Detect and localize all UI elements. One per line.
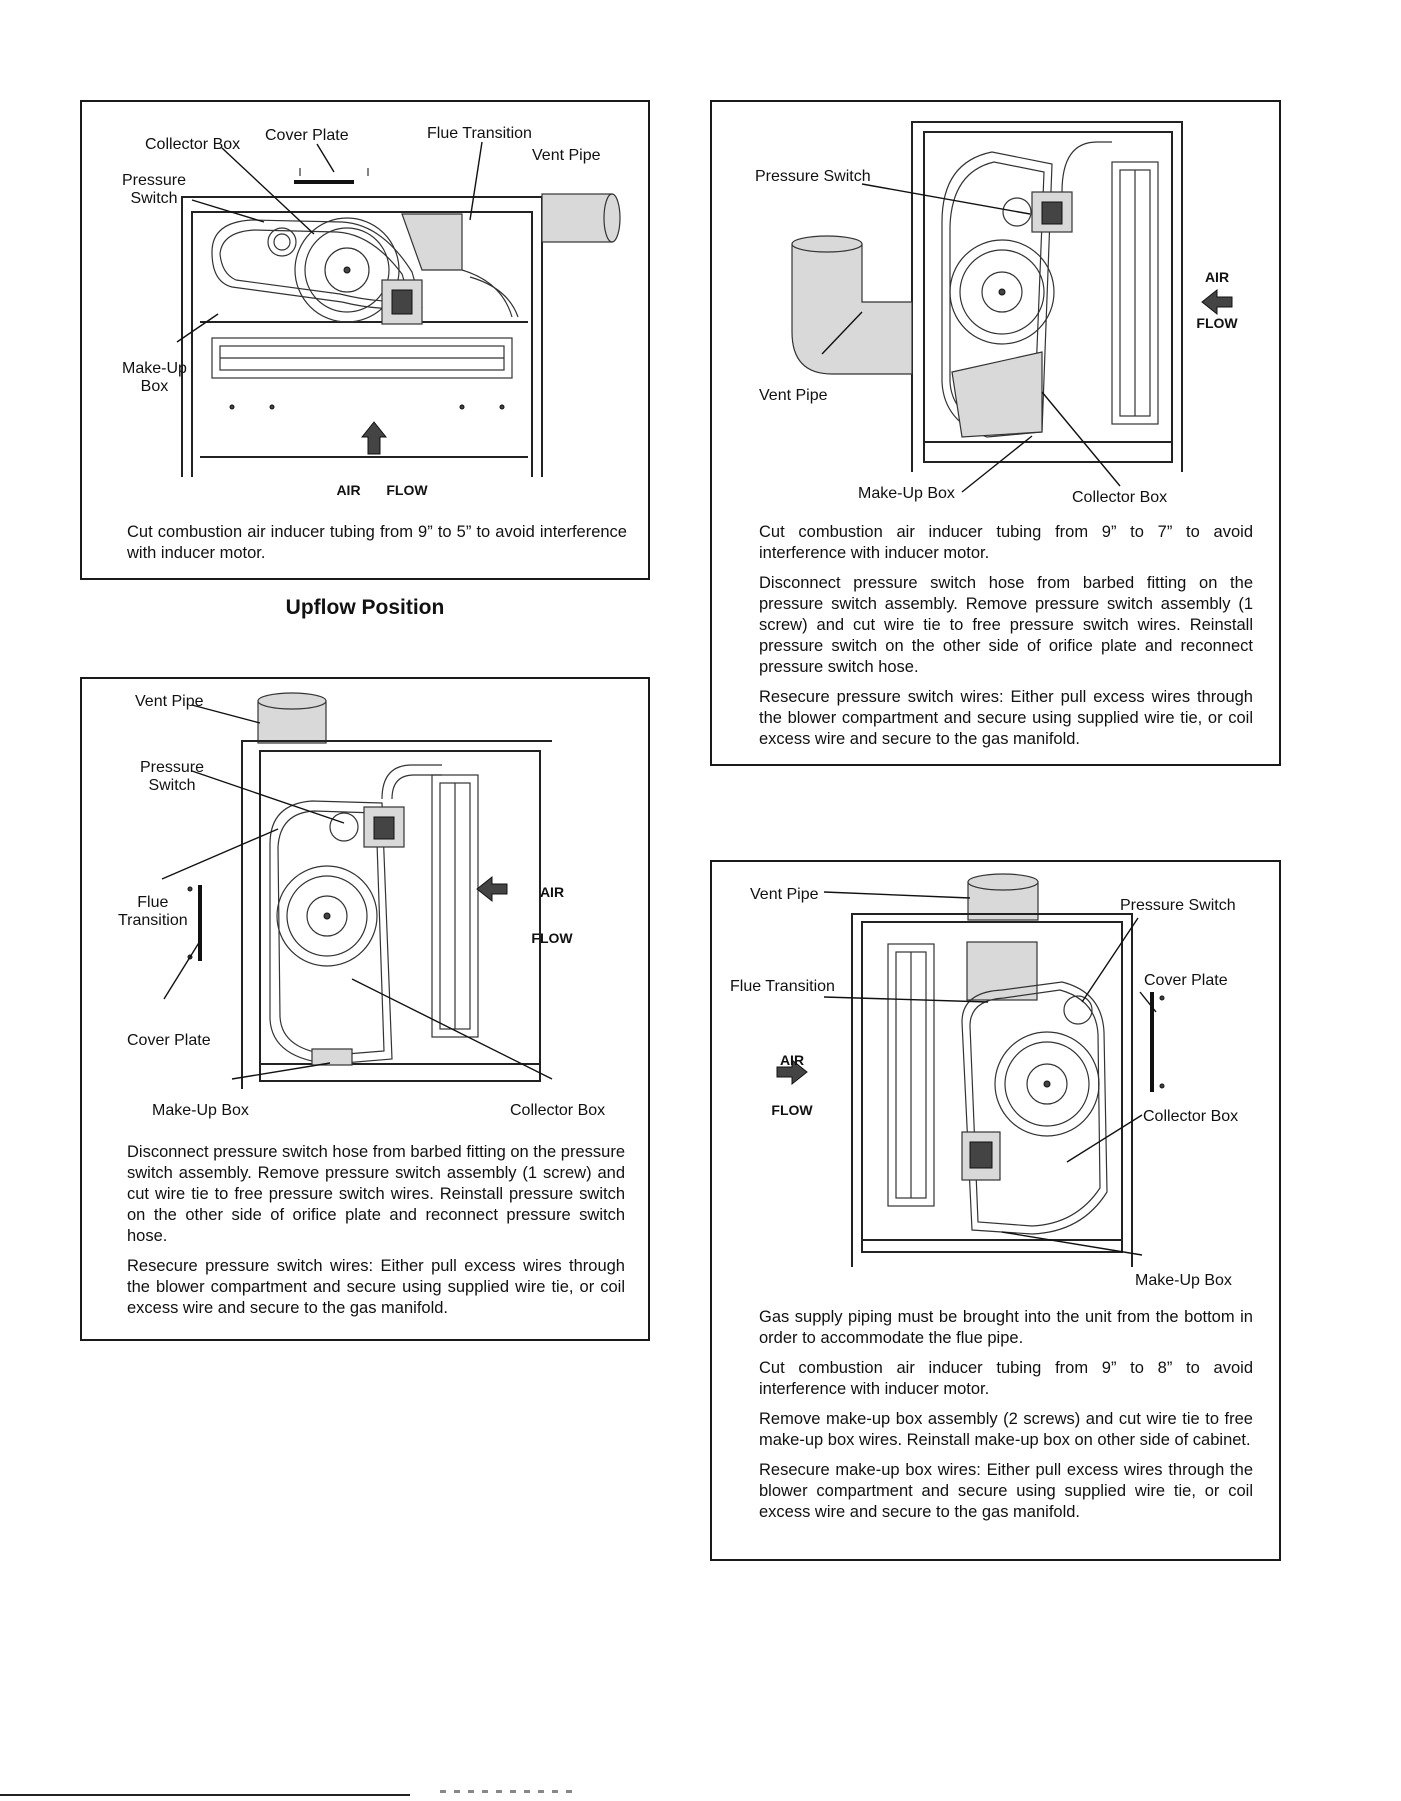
instruction-3: Resecure pressure switch wires: Either p…: [759, 688, 1253, 748]
label-pressure-switch: Pressure Switch: [140, 759, 205, 794]
instruction-4: Resecure make-up box wires: Either pull …: [759, 1461, 1253, 1521]
air-flow-indicator: AIR FLOW: [522, 884, 582, 946]
label-make-up-box: Make-Up Box: [152, 1102, 249, 1119]
label-vent-pipe: Vent Pipe: [135, 693, 204, 710]
label-vent-pipe: Vent Pipe: [750, 886, 819, 903]
panel-horizontal-left-text: Disconnect pressure switch hose from bar…: [127, 1142, 625, 1328]
label-cover-plate: Cover Plate: [265, 127, 349, 144]
label-flue-transition: Flue Transition: [427, 125, 532, 142]
panel-horizontal-right-b-text: Gas supply piping must be brought into t…: [759, 1307, 1253, 1532]
label-make-up-box: Make-Up Box: [1135, 1272, 1232, 1289]
label-flue-transition: Flue Transition: [730, 978, 835, 995]
panel-horizontal-right-a-text: Cut combustion air inducer tubing from 9…: [759, 522, 1253, 759]
air-label: AIR: [779, 1052, 805, 1068]
instruction-3: Remove make-up box assembly (2 screws) a…: [759, 1410, 1253, 1449]
panel-upflow-text: Cut combustion air inducer tubing from 9…: [127, 522, 627, 573]
flow-label: FLOW: [386, 482, 428, 498]
label-collector-box: Collector Box: [145, 136, 241, 153]
diagram-horizontal-right-a: [712, 102, 1279, 502]
flow-label: FLOW: [1196, 315, 1238, 331]
label-flue-transition: Flue Transition: [118, 894, 188, 929]
footer-marks: [440, 1790, 580, 1793]
instruction-2: Resecure pressure switch wires: Either p…: [127, 1257, 625, 1317]
footer-rule: [0, 1794, 410, 1796]
section-heading: Upflow Position: [285, 596, 445, 619]
air-flow-indicator: AIR FLOW: [1187, 269, 1247, 331]
panel-horizontal-right-a: Pressure Switch Vent Pipe Make-Up Box Co…: [710, 100, 1281, 766]
label-make-up-box: Make-Up Box: [122, 360, 187, 395]
panel-horizontal-right-b: Vent Pipe Pressure Switch Flue Transitio…: [710, 860, 1281, 1561]
instruction-1: Cut combustion air inducer tubing from 9…: [759, 523, 1253, 562]
flow-label: FLOW: [531, 930, 573, 946]
label-pressure-switch: Pressure Switch: [1120, 897, 1236, 914]
panel-horizontal-left: Vent Pipe Pressure Switch Flue Transitio…: [80, 677, 650, 1341]
instruction-1: Gas supply piping must be brought into t…: [759, 1308, 1253, 1347]
label-collector-box: Collector Box: [1072, 489, 1168, 506]
label-cover-plate: Cover Plate: [127, 1032, 211, 1049]
label-cover-plate: Cover Plate: [1144, 972, 1228, 989]
label-pressure-switch: Pressure Switch: [122, 172, 187, 207]
diagram-horizontal-right-b: [712, 862, 1279, 1282]
diagram-upflow: [82, 102, 648, 492]
air-label: AIR: [1204, 269, 1230, 285]
instruction-2: Disconnect pressure switch hose from bar…: [759, 574, 1253, 676]
air-label: AIR: [539, 884, 565, 900]
instruction-1: Disconnect pressure switch hose from bar…: [127, 1143, 625, 1245]
instruction-2: Cut combustion air inducer tubing from 9…: [759, 1359, 1253, 1398]
panel-upflow: Collector Box Cover Plate Flue Transitio…: [80, 100, 650, 580]
label-vent-pipe: Vent Pipe: [759, 387, 828, 404]
label-vent-pipe: Vent Pipe: [532, 147, 601, 164]
air-flow-indicator: AIR FLOW: [322, 482, 442, 498]
air-flow-indicator: AIR FLOW: [762, 1052, 822, 1118]
instruction: Cut combustion air inducer tubing from 9…: [127, 523, 627, 562]
label-collector-box: Collector Box: [1143, 1108, 1239, 1125]
label-pressure-switch: Pressure Switch: [755, 168, 871, 185]
flow-label: FLOW: [771, 1102, 813, 1118]
label-make-up-box: Make-Up Box: [858, 485, 955, 502]
diagram-horizontal-left: [82, 679, 648, 1119]
air-label: AIR: [336, 482, 361, 498]
label-collector-box: Collector Box: [510, 1102, 606, 1119]
